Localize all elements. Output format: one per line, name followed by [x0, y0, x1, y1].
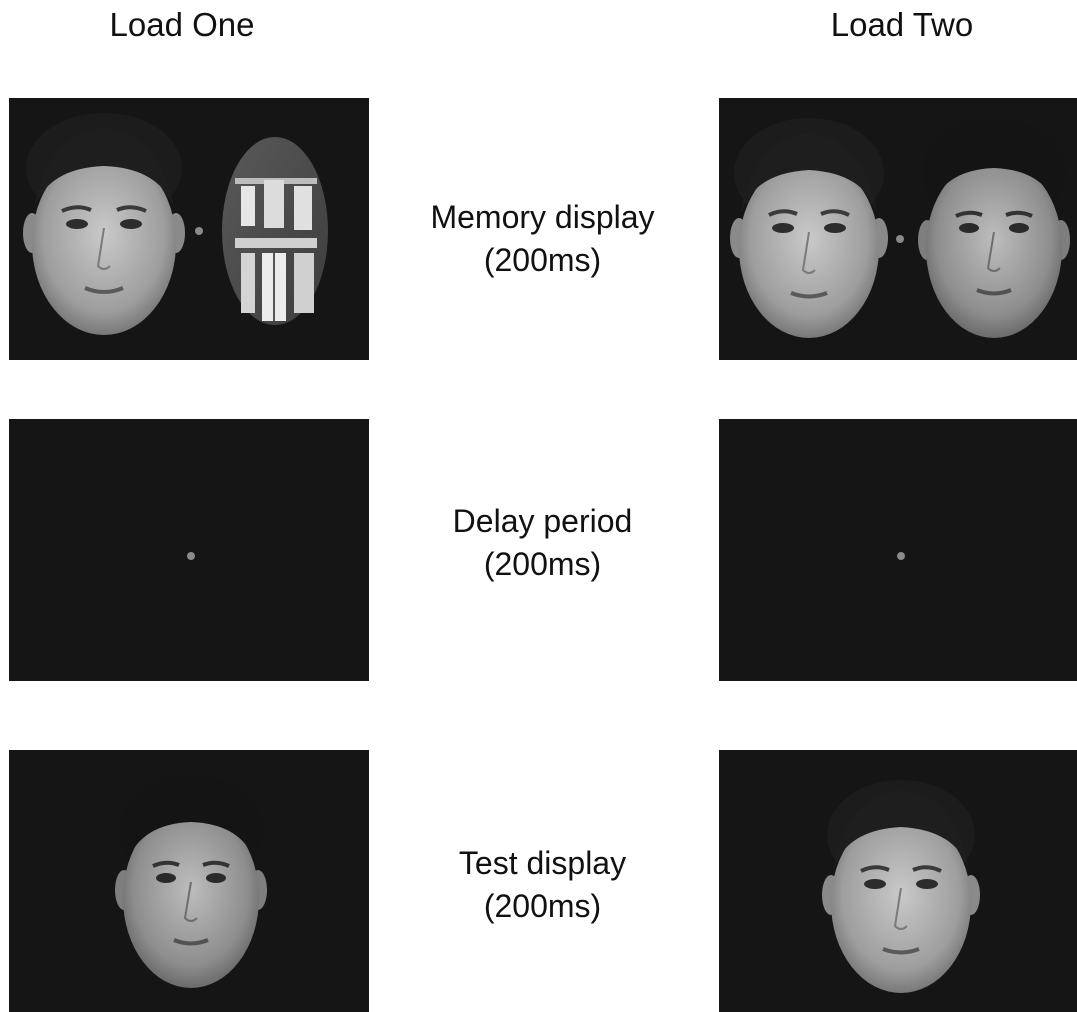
- face-image: [115, 775, 267, 988]
- delay-period-load-two-panel: [719, 419, 1077, 681]
- memory-display-load-one-panel: [9, 98, 369, 360]
- face-image: [822, 780, 980, 993]
- column-title-load-two: Load Two: [830, 6, 974, 43]
- memory-display-label: Memory display (200ms): [380, 196, 705, 282]
- row-label-text: Memory display: [430, 199, 655, 235]
- delay-period-load-one-panel: [9, 419, 369, 681]
- row-duration-text: (200ms): [483, 242, 602, 278]
- face-image: [23, 113, 185, 335]
- face-image: [918, 118, 1070, 338]
- memory-display-load-two-panel: [719, 98, 1077, 360]
- face-image: [730, 118, 888, 338]
- fixation-dot: [897, 552, 905, 560]
- row-label-text: Delay period: [452, 503, 633, 539]
- house-image: [222, 137, 328, 325]
- row-duration-text: (200ms): [483, 546, 602, 582]
- delay-period-label: Delay period (200ms): [380, 500, 705, 586]
- row-duration-text: (200ms): [483, 888, 602, 924]
- fixation-dot: [195, 227, 203, 235]
- fixation-dot: [187, 552, 195, 560]
- test-display-label: Test display (200ms): [380, 842, 705, 928]
- row-label-text: Test display: [458, 845, 627, 881]
- fixation-dot: [896, 235, 904, 243]
- test-display-load-one-panel: [9, 750, 369, 1012]
- column-title-load-one: Load One: [109, 6, 255, 43]
- test-display-load-two-panel: [719, 750, 1077, 1012]
